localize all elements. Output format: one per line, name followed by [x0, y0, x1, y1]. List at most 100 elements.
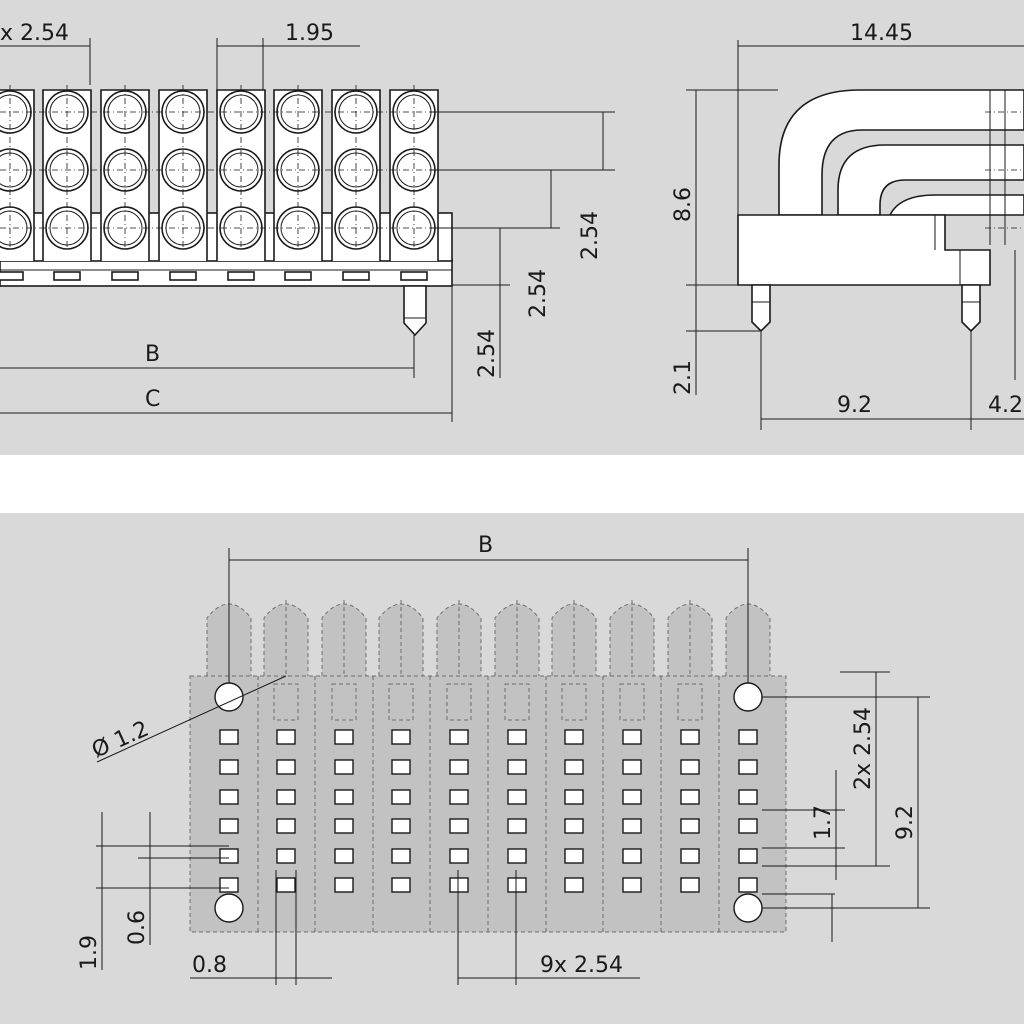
solder-pad: [449, 759, 469, 775]
footprint-pad-gap: 1.7: [811, 805, 836, 840]
footprint-pitch: 9x 2.54: [540, 953, 623, 978]
solder-pad: [219, 848, 239, 864]
solder-pad: [564, 789, 584, 805]
solder-pad: [564, 818, 584, 834]
solder-pad: [276, 818, 296, 834]
solder-pad: [276, 729, 296, 745]
solder-pad: [391, 729, 411, 745]
ghost-slot: [331, 683, 357, 721]
solder-pad: [276, 848, 296, 864]
front-length-c: C: [145, 387, 160, 412]
base-slot: [400, 271, 428, 281]
solder-pad: [449, 877, 469, 893]
side-width-label: 14.45: [850, 21, 913, 46]
base-slot: [342, 271, 370, 281]
base-slot: [169, 271, 197, 281]
solder-pad: [391, 759, 411, 775]
solder-pad: [219, 759, 239, 775]
solder-pad: [564, 759, 584, 775]
solder-pad: [680, 789, 700, 805]
solder-pad: [680, 729, 700, 745]
solder-pad: [507, 789, 527, 805]
front-right-dim-2: 2.54: [526, 269, 551, 318]
footprint-height: 9.2: [893, 805, 918, 840]
ghost-slot: [388, 683, 414, 721]
solder-pad: [219, 729, 239, 745]
front-length-b: B: [145, 342, 160, 367]
side-pin-offset-label: 4.2: [988, 393, 1023, 418]
solder-pad: [276, 789, 296, 805]
solder-pad: [391, 877, 411, 893]
solder-pad: [622, 759, 642, 775]
solder-pad: [507, 729, 527, 745]
solder-pad: [219, 789, 239, 805]
footprint-edge-1: 1.9: [77, 935, 102, 970]
solder-pad: [219, 818, 239, 834]
solder-pad: [564, 848, 584, 864]
solder-pad: [738, 818, 758, 834]
solder-pad: [680, 848, 700, 864]
side-pin-spacing-label: 9.2: [837, 393, 872, 418]
solder-pad: [449, 848, 469, 864]
footprint-pad-width: 0.8: [192, 953, 227, 978]
solder-pad: [738, 729, 758, 745]
solder-pad: [507, 818, 527, 834]
solder-pad: [449, 789, 469, 805]
solder-pad: [391, 848, 411, 864]
base-slot: [0, 271, 24, 281]
footprint-length-b: B: [478, 533, 493, 558]
solder-pad: [738, 848, 758, 864]
side-pin-label: 2.1: [671, 360, 696, 395]
solder-pad: [334, 729, 354, 745]
footprint-row-pitch: 2x 2.54: [851, 707, 876, 790]
footprint-hole-dia: Ø 1.2: [88, 717, 152, 764]
solder-pad: [276, 877, 296, 893]
solder-pad: [738, 877, 758, 893]
solder-pad: [334, 789, 354, 805]
solder-pad: [334, 818, 354, 834]
solder-pad: [507, 848, 527, 864]
solder-pad: [276, 759, 296, 775]
ghost-slot: [619, 683, 645, 721]
solder-pad: [507, 877, 527, 893]
front-gap-label: 1.95: [285, 21, 334, 46]
solder-pad: [391, 789, 411, 805]
solder-pad: [680, 759, 700, 775]
ghost-slot: [504, 683, 530, 721]
solder-pad: [334, 848, 354, 864]
footprint-edge-2: 0.6: [125, 910, 150, 945]
front-right-dim-1: 2.54: [578, 211, 603, 260]
solder-pad: [564, 877, 584, 893]
solder-pad: [507, 759, 527, 775]
solder-pad: [449, 729, 469, 745]
solder-pad: [334, 877, 354, 893]
solder-pad: [622, 729, 642, 745]
footprint-view: B Ø 1.2 2x 2.54 9.2 1.7 1.9 0.6 0.8: [77, 533, 930, 985]
front-right-dim-3: 2.54: [475, 329, 500, 378]
front-pitch-label: x 2.54: [0, 21, 69, 46]
solder-pad: [738, 789, 758, 805]
solder-pad: [680, 877, 700, 893]
base-slot: [227, 271, 255, 281]
base-slot: [53, 271, 81, 281]
solder-pad: [622, 789, 642, 805]
ghost-slot: [273, 683, 299, 721]
solder-pad: [622, 877, 642, 893]
ghost-slot: [561, 683, 587, 721]
solder-pad: [738, 759, 758, 775]
side-view: 14.45 8.6 2.1 9.2 4.2: [671, 21, 1024, 430]
solder-pad: [622, 818, 642, 834]
solder-pad: [680, 818, 700, 834]
solder-pad: [622, 848, 642, 864]
base-slot: [284, 271, 312, 281]
solder-pad: [219, 877, 239, 893]
side-height-label: 8.6: [671, 187, 696, 222]
solder-pad: [564, 729, 584, 745]
ghost-slot: [677, 683, 703, 721]
base-slot: [111, 271, 139, 281]
solder-pad: [391, 818, 411, 834]
ghost-slot: [446, 683, 472, 721]
front-view: x 2.54 1.95 2.54 2.54 2.54 B: [0, 21, 615, 422]
solder-pad: [449, 818, 469, 834]
